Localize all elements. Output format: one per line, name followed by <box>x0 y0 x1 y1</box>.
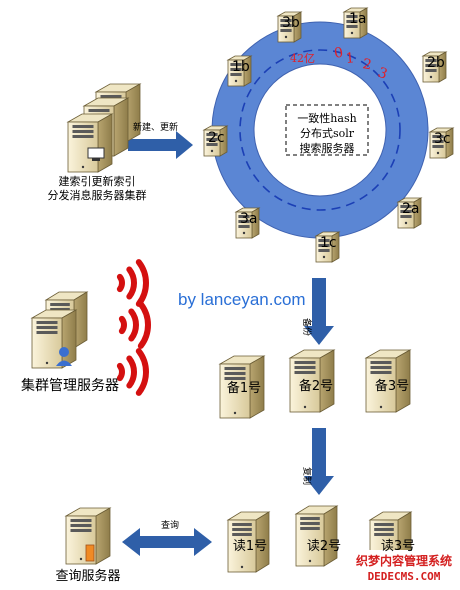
ring-node-1a <box>342 7 369 39</box>
ring-node-label-1a: 1a <box>349 11 367 27</box>
ring-node-label-3a: 3a <box>240 211 258 227</box>
logo-text-en: DEDECMS.COM <box>368 570 441 583</box>
wave-2-0 <box>116 362 125 382</box>
logo-box <box>346 550 460 586</box>
ring-node-label-2b: 2b <box>427 55 445 71</box>
ring-center-box <box>285 104 369 156</box>
wave-1-2 <box>137 301 151 349</box>
ring-node-label-1b: 1b <box>232 59 250 75</box>
read-server-label-1: 读1号 <box>233 539 267 554</box>
admin-user-icon <box>56 347 72 366</box>
ring-node-3c <box>428 127 455 159</box>
query-server-badge <box>85 544 95 562</box>
query-server-label: 查询服务器 <box>55 568 120 584</box>
ring-node-label-1c: 1c <box>320 235 337 251</box>
index-cluster-label-2: 分发消息服务器集群 <box>48 188 147 202</box>
query-arrow <box>122 528 212 556</box>
backup-arrow-label: 备份 <box>301 318 313 336</box>
monitor-icon <box>87 147 105 161</box>
query-arrow-label: 查询 <box>161 519 179 531</box>
watermark-text: by lanceyan.com <box>178 290 306 309</box>
read-server-label-3: 读3号 <box>381 539 415 554</box>
ring-node-2a <box>396 197 423 229</box>
hash-ring-dashed-line <box>239 49 401 211</box>
ring-center-line-1: 一致性hash <box>297 111 356 125</box>
ring-node-label-3c: 3c <box>434 131 451 147</box>
ring-node-2b <box>421 51 448 83</box>
wave-2-2 <box>135 348 149 396</box>
logo-text-cn: 织梦内容管理系统 <box>356 553 452 568</box>
ring-digit-2: 2 <box>361 56 373 73</box>
wave-2-1 <box>126 355 137 389</box>
ring-node-1c <box>314 231 341 263</box>
update-arrow-label: 新建、更新 <box>133 121 178 133</box>
read-server-2 <box>294 505 339 567</box>
signal-waves <box>116 259 151 396</box>
read-server-1 <box>226 511 271 573</box>
ring-node-2c <box>202 125 229 157</box>
wave-0-1 <box>126 266 137 300</box>
cluster-manager-label: 集群管理服务器 <box>21 377 119 394</box>
read-server-label-2: 读2号 <box>307 539 341 554</box>
update-arrow <box>128 131 193 159</box>
index-cluster-label-1: 建索引更新索引 <box>59 174 136 188</box>
backup-server-2 <box>288 349 336 413</box>
ring-node-label-2c: 2c <box>208 130 225 146</box>
ring-node-3b <box>276 11 303 43</box>
index-server-front <box>66 113 114 173</box>
manager-server-front <box>30 309 78 369</box>
backup-server-1 <box>218 355 266 419</box>
copy-arrow-label: 复制 <box>301 467 313 485</box>
wave-0-2 <box>135 259 149 307</box>
ring-center-line-2: 分布式solr <box>300 127 355 140</box>
copy-arrow <box>304 428 334 495</box>
ring-digit-1: 1 <box>345 50 355 67</box>
backup-server-label-1: 备1号 <box>227 380 261 396</box>
ring-node-1b <box>226 55 253 87</box>
ring-node-label-3b: 3b <box>282 15 300 31</box>
wave-1-0 <box>118 315 127 335</box>
backup-server-label-3: 备3号 <box>375 378 409 394</box>
hash-ring <box>212 22 428 238</box>
wave-0-0 <box>116 273 125 293</box>
ring-digit-0: 0 <box>333 45 345 62</box>
backup-server-3 <box>364 349 412 413</box>
ring-node-3a <box>234 207 261 239</box>
backup-arrow <box>304 278 334 345</box>
ring-count-label: 42亿 <box>290 52 315 65</box>
backup-server-label-2: 备2号 <box>299 378 333 394</box>
ring-center-line-3: 搜索服务器 <box>300 141 355 155</box>
wave-1-1 <box>128 308 139 342</box>
ring-node-label-2a: 2a <box>402 201 420 217</box>
